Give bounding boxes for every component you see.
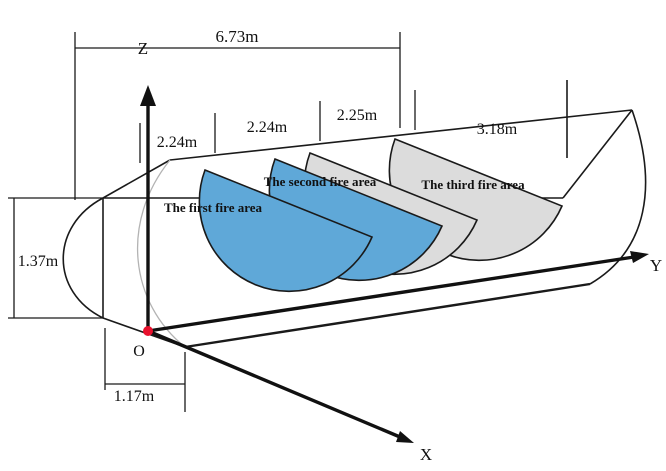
dim-label-area1: 2.24m xyxy=(157,134,198,151)
fire-area-sections xyxy=(198,137,564,293)
left-end-hidden-arc xyxy=(136,159,186,348)
y-axis xyxy=(147,255,635,333)
edge-top-back xyxy=(169,109,633,161)
z-axis-label: Z xyxy=(138,39,148,58)
dim-label-area3: 2.25m xyxy=(337,107,378,124)
right-end-arc xyxy=(589,109,647,285)
coordinate-axes xyxy=(140,85,649,443)
first-fire-area-label: The first fire area xyxy=(164,200,263,215)
dim-label-offset: 1.17m xyxy=(114,388,155,405)
dim-label-right-section: 3.18m xyxy=(477,121,518,138)
dim-label-area2: 2.24m xyxy=(247,119,288,136)
edge-bottom-front xyxy=(184,282,591,349)
y-axis-arrowhead-icon xyxy=(630,251,649,263)
dimension-lines xyxy=(8,32,568,412)
third-fire-area-label: The third fire area xyxy=(421,177,525,192)
z-axis-arrowhead-icon xyxy=(140,85,156,106)
dim-label-total-span: 6.73m xyxy=(216,27,259,46)
edge-top-left xyxy=(102,159,171,199)
x-axis-arrowhead-icon xyxy=(396,431,414,443)
x-axis-label: X xyxy=(420,445,432,464)
second-fire-area-label: The second fire area xyxy=(264,174,377,189)
first-fire-area-front-shape xyxy=(198,168,374,293)
y-axis-label: Y xyxy=(650,256,662,275)
origin-label: O xyxy=(133,343,145,360)
dim-label-height: 1.37m xyxy=(18,253,59,270)
origin-point xyxy=(143,326,153,336)
labels: 6.73m Z 2.24m 2.24m 2.25m 3.18m The seco… xyxy=(18,27,662,464)
left-end-arc xyxy=(62,197,104,319)
edge-top-right xyxy=(562,109,633,199)
x-axis xyxy=(147,329,401,439)
